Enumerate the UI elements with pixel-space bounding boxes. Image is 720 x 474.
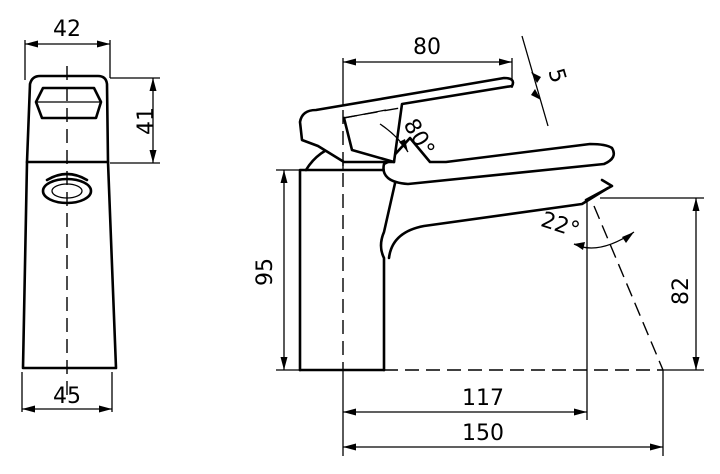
dim-body-height: 95 [253,258,278,286]
dim-front-height: 41 [134,107,159,135]
angle-spout: 22° [538,208,583,244]
dim-spout-height: 82 [669,277,694,305]
front-view: 42 41 45 [21,17,160,413]
dim-front-top-width: 42 [53,17,81,42]
dim-lever-length: 80 [413,35,441,60]
side-view: 80 5 95 82 117 150 [253,35,704,456]
dim-spout-reach: 117 [462,386,504,411]
dim-lever-offset: 5 [543,66,571,86]
dim-total-length: 150 [462,421,504,446]
